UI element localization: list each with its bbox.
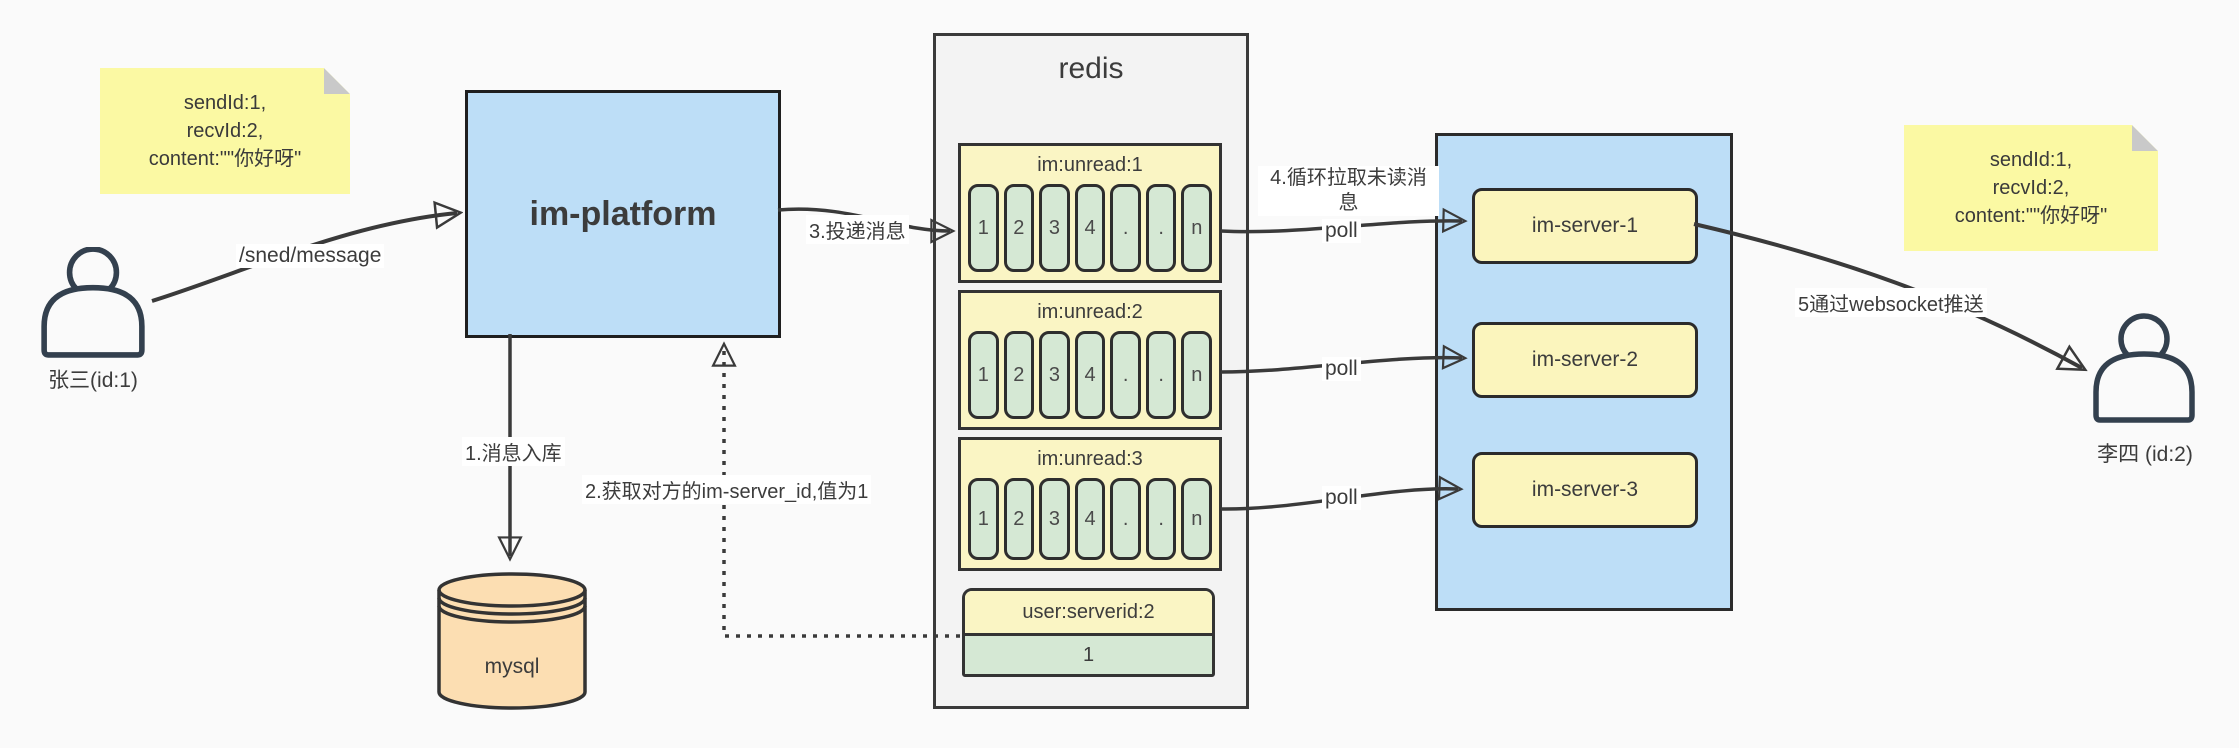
queue-cell: 2 — [1003, 331, 1035, 419]
label-poll-3: poll — [1322, 486, 1361, 510]
label-send-api: /sned/message — [236, 244, 385, 268]
label-step1: 1.消息入库 — [462, 437, 565, 466]
im-platform-label: im-platform — [529, 194, 717, 233]
unread-queue-1: im:unread:1 1 2 3 4 . . n — [958, 143, 1222, 283]
queue-header: im:unread:3 — [1037, 447, 1143, 470]
sender-label: 张三(id:1) — [48, 369, 138, 392]
queue-cell: . — [1145, 331, 1177, 419]
queue-cell: n — [1181, 184, 1213, 272]
push-payload-note: sendId:1, recvId:2, content:""你好呀" — [1904, 125, 2158, 251]
receiver-label: 李四 (id:2) — [2097, 443, 2193, 466]
queue-cell: 4 — [1074, 478, 1106, 560]
send-payload-note: sendId:1, recvId:2, content:""你好呀" — [100, 68, 350, 194]
queue-cells: 1 2 3 4 . . n — [961, 331, 1219, 427]
queue-cell: . — [1110, 331, 1141, 419]
queue-cell: 2 — [1003, 478, 1035, 560]
queue-cell: 2 — [1003, 184, 1035, 272]
label-step4: 4.循环拉取未读消息 — [1258, 166, 1439, 216]
im-server-2-box: im-server-2 — [1472, 322, 1698, 398]
note-line: sendId:1, — [183, 92, 267, 114]
queue-cell: 1 — [968, 478, 999, 560]
label-poll-1: poll — [1322, 219, 1361, 243]
label-poll-2: poll — [1322, 357, 1361, 381]
queue-cell: n — [1181, 478, 1213, 560]
queue-cell: 3 — [1039, 331, 1070, 419]
queue-cells: 1 2 3 4 . . n — [961, 478, 1219, 568]
note-line: recvId:2, — [1992, 177, 2070, 199]
queue-cell: 4 — [1074, 331, 1106, 419]
im-server-3-box: im-server-3 — [1472, 452, 1698, 528]
queue-cell: 4 — [1074, 184, 1106, 272]
note-line: sendId:1, — [1989, 149, 2073, 171]
redis-title: redis — [1058, 52, 1124, 85]
im-platform-box: im-platform — [465, 90, 781, 338]
user-icon — [41, 247, 145, 358]
unread-queue-2: im:unread:2 1 2 3 4 . . n — [958, 290, 1222, 430]
mysql-cylinder: mysql — [437, 572, 587, 710]
note-line: content:""你好呀" — [1954, 205, 2108, 227]
note-line: recvId:2, — [186, 120, 264, 142]
queue-header: im:unread:1 — [1037, 153, 1143, 176]
unread-queue-3: im:unread:3 1 2 3 4 . . n — [958, 437, 1222, 571]
im-server-label: im-server-2 — [1531, 348, 1639, 371]
queue-cell: . — [1110, 184, 1141, 272]
label-step3: 3.投递消息 — [806, 215, 909, 244]
queue-cell: . — [1145, 478, 1177, 560]
mapping-key: user:serverid:2 — [965, 591, 1212, 636]
queue-cell: n — [1181, 331, 1213, 419]
user-serverid-box: user:serverid:2 1 — [962, 588, 1215, 677]
im-server-1-box: im-server-1 — [1472, 188, 1698, 264]
user-icon — [2093, 313, 2195, 423]
note-fold-corner — [2132, 125, 2158, 151]
note-line: content:""你好呀" — [148, 148, 302, 170]
label-step2: 2.获取对方的im-server_id,值为1 — [582, 475, 872, 504]
queue-cell: . — [1145, 184, 1177, 272]
im-server-label: im-server-1 — [1531, 214, 1639, 237]
mapping-value: 1 — [965, 636, 1212, 674]
queue-header: im:unread:2 — [1037, 300, 1143, 323]
mysql-label: mysql — [485, 655, 540, 678]
queue-cell: . — [1110, 478, 1141, 560]
queue-cell: 3 — [1039, 184, 1070, 272]
queue-cells: 1 2 3 4 . . n — [961, 184, 1219, 280]
queue-cell: 1 — [968, 331, 999, 419]
im-server-label: im-server-3 — [1531, 478, 1639, 501]
note-fold-corner — [324, 68, 350, 94]
queue-cell: 1 — [968, 184, 999, 272]
label-step5: 5通过websocket推送 — [1795, 288, 1987, 317]
queue-cell: 3 — [1039, 478, 1070, 560]
